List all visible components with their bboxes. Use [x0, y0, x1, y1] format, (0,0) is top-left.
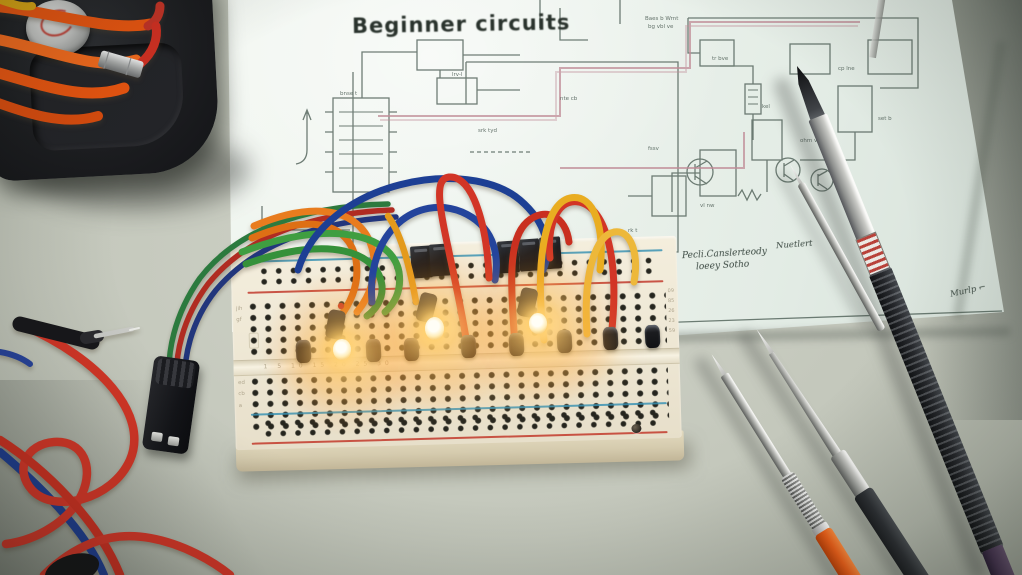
svg-text:bg vbl ve: bg vbl ve [648, 24, 674, 30]
black-object-corner [44, 553, 100, 575]
dock-cable-orange [0, 98, 103, 125]
led-dome [333, 339, 351, 360]
schematic-accent-traces [378, 21, 860, 169]
svg-text:cp lne: cp lne [838, 66, 855, 72]
led-dome [529, 313, 547, 334]
schematic-micro-labels: bnse t lrv-l srk tyd nte cb fssv tr bve … [340, 16, 892, 234]
svg-text:kel: kel [762, 104, 770, 110]
dock-cable-red-clip [143, 1, 165, 31]
svg-text:nte cb: nte cb [560, 96, 578, 102]
dock-cable-orange [0, 67, 130, 99]
svg-text:lrv-l: lrv-l [452, 72, 463, 78]
svg-text:vl nw: vl nw [700, 203, 715, 209]
cable-metal-connector [98, 50, 144, 78]
wire-red-loop [1, 321, 139, 549]
black-probe-tip-point [129, 327, 140, 331]
plug-pin [167, 435, 180, 447]
plug-ribs [154, 357, 197, 389]
svg-text:tr bve: tr bve [712, 56, 729, 62]
svg-text:srk tyd: srk tyd [478, 128, 497, 134]
svg-text:rk t: rk t [628, 228, 638, 234]
terminal-cap [644, 324, 661, 349]
black-probe-handle [12, 316, 100, 350]
black-probe-tip [93, 326, 135, 339]
red-led-tip [337, 302, 345, 310]
dock-cable-red [135, 21, 161, 69]
wire-blue-stub [0, 349, 33, 367]
svg-text:set b: set b [878, 116, 892, 122]
svg-text:bnse t: bnse t [340, 91, 358, 97]
led-dome [425, 317, 444, 340]
dock-cable-orange [0, 1, 156, 32]
plug-pin [150, 431, 164, 443]
svg-text:ohm vr: ohm vr [800, 138, 820, 144]
wire-red-cross [0, 435, 125, 575]
dock-cable-yellow [0, 0, 36, 11]
svg-text:fssv: fssv [648, 146, 660, 152]
wire-red-low [39, 531, 235, 575]
wire-bundle-red [173, 207, 395, 397]
svg-text:Baes b Wrnt: Baes b Wrnt [645, 16, 679, 22]
